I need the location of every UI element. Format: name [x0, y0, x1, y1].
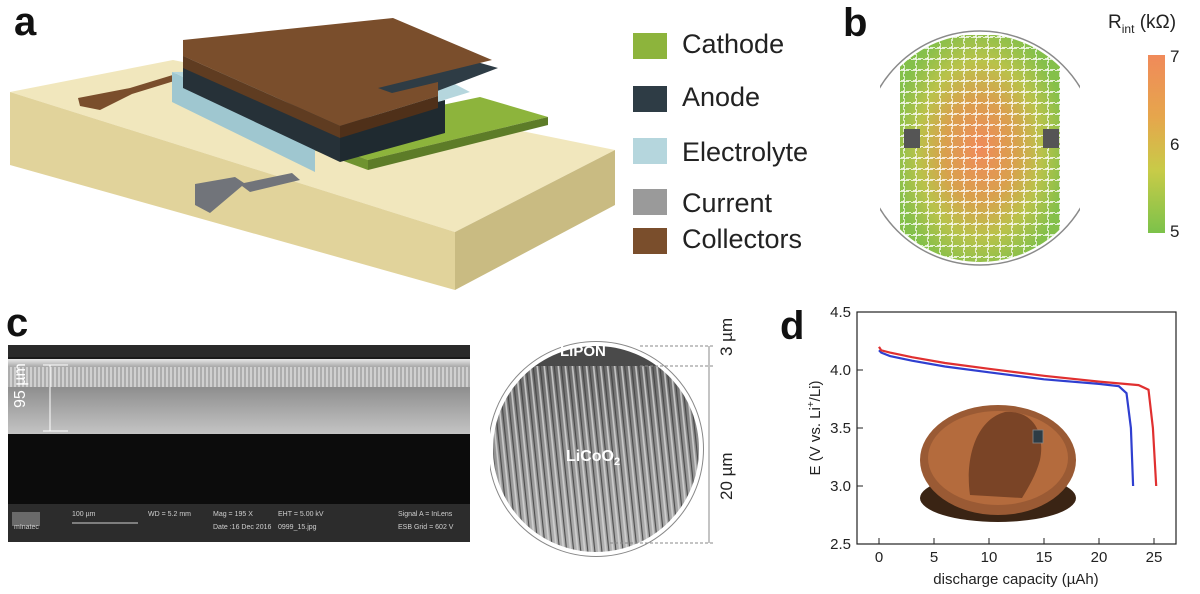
legend-swatch-current [633, 189, 667, 215]
collector-top-lead [78, 74, 184, 110]
legend-label-anode: Anode [682, 82, 761, 112]
sem-thickness-label: 95 µm [12, 363, 29, 408]
micro-battery-chip [1032, 429, 1044, 444]
y-axis-label-part-2: /Li) [807, 380, 824, 401]
y-axis-label: E (V vs. Li+/Li) [806, 380, 824, 475]
substrate-side [455, 150, 615, 290]
legend-swatch-cathode [633, 33, 667, 59]
sem-eht: EHT = 5.00 kV [278, 511, 324, 518]
x-tick-label: 15 [1036, 549, 1053, 566]
top-collector-side [340, 96, 438, 138]
discharge-chart: 0 5 10 15 20 25 2.5 3.0 3.5 4.0 4.5 discharge capa… [806, 304, 1177, 588]
layer-label-lipon: LiPON [560, 343, 606, 360]
panel-d-label: d [780, 304, 805, 348]
top-collector-front [183, 56, 340, 138]
battery-schematic [10, 18, 615, 290]
wafer-marker-left [904, 129, 920, 148]
layer-label-licoo2-main: LiCoO [566, 448, 614, 465]
colorbar [1148, 55, 1165, 233]
colorbar-tick-7: 7 [1170, 47, 1180, 66]
y-axis-label-sup: + [806, 401, 817, 407]
thickness-label-20um: 20 µm [717, 452, 736, 500]
sem-image [8, 345, 470, 542]
y-axis-label-part-1: E (V vs. Li [807, 407, 824, 475]
sem-wd: WD = 5.2 mm [148, 511, 191, 518]
x-tick-label: 5 [930, 549, 938, 566]
colorbar-title-sub: int [1121, 21, 1135, 36]
colorbar-tick-5: 5 [1170, 222, 1180, 241]
colorbar-title-unit: (kΩ) [1134, 12, 1177, 33]
colorbar-tick-6: 6 [1170, 135, 1180, 154]
sem-scale-label: 100 µm [72, 511, 96, 518]
sem-logo [12, 512, 40, 526]
y-tick-label: 3.5 [830, 420, 851, 437]
chart-ticks: 0 5 10 15 20 25 2.5 3.0 3.5 4.0 4.5 [830, 304, 1162, 566]
sem-brand: mInatec [14, 524, 39, 531]
legend-swatch-anode [633, 86, 667, 112]
panel-a-label: a [14, 0, 37, 44]
legend-swatch-collectors [633, 228, 667, 254]
y-tick-label: 3.0 [830, 478, 851, 495]
sem-file: 0999_15.jpg [278, 524, 317, 531]
sem-signal: Signal A = InLens [398, 511, 453, 518]
y-tick-label: 4.5 [830, 304, 851, 321]
series-line-2 [878, 346, 1158, 487]
x-tick-label: 0 [875, 549, 883, 566]
y-tick-label: 2.5 [830, 536, 851, 553]
x-tick-label: 25 [1146, 549, 1163, 566]
panel-b-label: b [843, 1, 868, 45]
legend-label-electrolyte: Electrolyte [682, 137, 809, 167]
anode-side [340, 100, 445, 162]
collector-bottom-lead [195, 173, 300, 213]
coin-photo [920, 405, 1076, 522]
series-line-1 [878, 349, 1135, 487]
legend-label-cathode: Cathode [682, 29, 785, 59]
thickness-label-3um: 3 µm [717, 317, 736, 356]
panel-c-label: c [6, 301, 29, 345]
legend-swatch-electrolyte [633, 138, 667, 164]
layer-label-licoo2-sub: 2 [614, 456, 621, 469]
legend-label-collectors: Collectors [682, 224, 803, 254]
y-tick-label: 4.0 [830, 362, 851, 379]
legend-label-current: Current [682, 188, 773, 218]
x-axis-label: discharge capacity (µAh) [933, 571, 1098, 588]
chart-series [878, 346, 1158, 487]
x-tick-label: 10 [981, 549, 998, 566]
cross-section-image [490, 341, 715, 557]
sem-date: Date :16 Dec 2016 [213, 524, 271, 531]
sem-mag: Mag = 195 X [213, 511, 253, 518]
colorbar-title-main: R [1108, 12, 1122, 33]
sem-info-bar: 100 µm WD = 5.2 mm Mag = 195 X EHT = 5.0… [14, 511, 454, 531]
sem-grid: ESB Grid = 602 V [398, 524, 454, 531]
top-collector-slab [183, 18, 492, 126]
cathode-side [368, 117, 548, 170]
layer-label-licoo2: LiCoO2 [566, 448, 620, 468]
wafer-map [880, 30, 1080, 266]
colorbar-title: Rint (kΩ) [1108, 12, 1176, 36]
x-tick-label: 20 [1091, 549, 1108, 566]
wafer-marker-right [1043, 129, 1059, 148]
